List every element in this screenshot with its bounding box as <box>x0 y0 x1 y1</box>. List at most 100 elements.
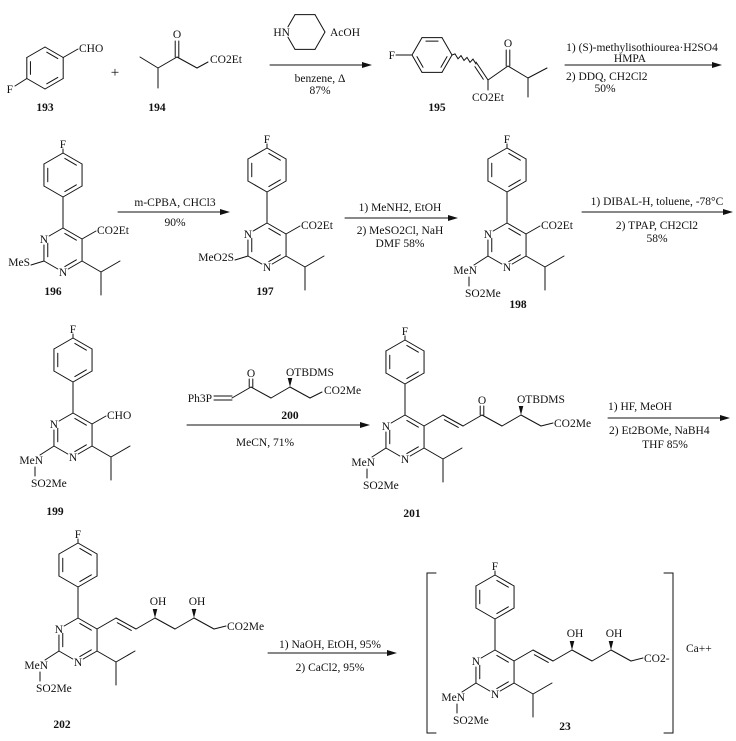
pyrimidine-ring-double-bond <box>74 444 87 453</box>
fluorine-atom: F <box>70 324 76 336</box>
hydroxyl-group: OH <box>567 628 584 640</box>
c5-substituent: CO2Et <box>301 220 334 232</box>
arrow-head-icon <box>720 415 730 421</box>
bond-line <box>527 67 548 79</box>
fluorophenyl-ring-double-bond <box>406 371 419 380</box>
pyrimidine-ring-double-bond <box>64 259 77 268</box>
n-methyl-group: MeN <box>351 457 375 469</box>
pyrimidine-n-atom: N <box>503 262 512 274</box>
pyrimidine-ring-bond <box>404 414 425 427</box>
benzene-ring-double-bond <box>416 56 424 68</box>
side-chain-bond <box>462 414 483 427</box>
terminal-group: CO2- <box>644 653 670 665</box>
fluorophenyl-ring-bond <box>43 185 64 198</box>
fluorophenyl-ring-bond <box>385 339 406 352</box>
reaction-condition: 50% <box>594 83 616 95</box>
arrow-head-icon <box>387 650 397 656</box>
reaction-condition: 1) NaOH, EtOH, 95% <box>279 639 381 651</box>
pyrimidine-n-atom: N <box>472 656 481 668</box>
pyrimidine-ring-bond <box>53 445 69 455</box>
ester-bond <box>630 657 644 662</box>
compound-number: 194 <box>148 102 166 114</box>
terminal-group: CO2Me <box>554 418 591 430</box>
fluorine-atom: F <box>402 326 408 338</box>
alkene-bond <box>475 61 489 81</box>
reaction-condition: 2) DDQ, CH2Cl2 <box>566 71 648 83</box>
isopropyl-bond <box>513 682 534 695</box>
wedge-bond <box>518 406 524 415</box>
isopropyl-bond <box>110 445 131 458</box>
c2-bond <box>461 682 477 693</box>
pyrimidine-ring-bond <box>67 260 83 270</box>
fluorophenyl-ring-double-bond <box>268 179 281 188</box>
fluorophenyl-ring-double-bond <box>406 344 419 353</box>
pyrimidine-n-atom: N <box>69 452 78 464</box>
pyrimidine-ring-bond <box>62 227 83 240</box>
fluorophenyl-ring-double-bond <box>79 574 92 583</box>
fluorine-atom: F <box>60 139 66 151</box>
arrow-head-icon <box>362 62 372 68</box>
fluorophenyl-ring-bond <box>58 575 79 588</box>
pyrimidine-ring-bond <box>48 227 64 237</box>
bond-line <box>231 386 252 399</box>
pyrimidine-n-atom: N <box>59 267 68 279</box>
bond-line <box>270 386 291 399</box>
compound-number: 198 <box>509 299 527 311</box>
silyl-ether-group: OTBDMS <box>286 367 334 379</box>
pyrimidine-ring-bond <box>58 412 74 422</box>
c5-substituent: CHO <box>107 410 131 422</box>
pyrimidine-ring-bond <box>266 222 287 235</box>
fluorophenyl-ring-double-bond <box>64 157 77 166</box>
c5-bond <box>285 225 301 235</box>
isopropyl-bond <box>304 255 325 268</box>
c2-bond <box>234 255 249 261</box>
pyrimidine-ring-bond <box>475 682 491 692</box>
pyrimidine-n-atom: N <box>74 657 83 669</box>
side-chain-bond <box>193 617 215 630</box>
ester-bond <box>213 625 227 630</box>
fluorophenyl-ring-bond <box>62 152 83 165</box>
pyrimidine-ring-bond <box>499 682 515 692</box>
benzene-ring-double-bond <box>440 56 448 68</box>
fluorine-atom: F <box>504 134 510 146</box>
fluorophenyl-ring-bond <box>53 337 74 350</box>
hydroxyl-group: OH <box>150 596 167 608</box>
methanesulfonyl-group: SO2Me <box>363 480 399 492</box>
pyrimidine-ring-bond <box>63 617 79 627</box>
compound-number: 202 <box>53 719 71 731</box>
alkene-double-bond <box>474 66 484 80</box>
side-chain-bond <box>520 414 542 427</box>
pyrimidine-n-atom: N <box>382 421 391 433</box>
bond-line <box>309 391 323 399</box>
pyrimidine-n-atom: N <box>244 229 253 241</box>
reaction-condition: 2) Et2BOMe, NaBH4 <box>609 425 710 437</box>
alkene-double-bond <box>533 654 549 663</box>
piperidine-ring-bond <box>287 36 296 50</box>
compound-number: 201 <box>403 508 421 520</box>
ester-group: CO2Et <box>472 92 505 104</box>
benzene-ring-bond <box>44 78 64 90</box>
c2-bond <box>39 445 55 456</box>
bond-line <box>250 386 272 399</box>
fluorophenyl-ring-bond <box>475 574 496 587</box>
pyrimidine-ring-double-bond <box>268 254 281 263</box>
c2-bond <box>30 260 45 266</box>
compound-number: 196 <box>44 286 62 298</box>
c5-bond <box>91 415 107 425</box>
methanesulfonyl-group: SO2Me <box>36 683 72 695</box>
pyrimidine-ring-bond <box>247 255 263 265</box>
pyrimidine-ring-double-bond <box>79 649 92 658</box>
fluorophenyl-ring-double-bond <box>508 152 521 161</box>
fluorophenyl-ring-double-bond <box>268 152 281 161</box>
pyrimidine-ring-bond <box>252 222 268 232</box>
fluorophenyl-ring-bond <box>266 180 287 193</box>
arrow-head-icon <box>220 209 230 215</box>
wedge-bond <box>608 641 614 650</box>
fluorophenyl-ring-bond <box>487 147 508 160</box>
pyrimidine-n-atom: N <box>40 234 49 246</box>
side-chain-bond <box>442 414 464 427</box>
pyrimidine-ring-double-bond <box>79 622 92 631</box>
pyrimidine-ring-bond <box>385 447 401 457</box>
pyrimidine-n-atom: N <box>491 689 500 701</box>
pyrimidine-ring-double-bond <box>508 254 521 263</box>
